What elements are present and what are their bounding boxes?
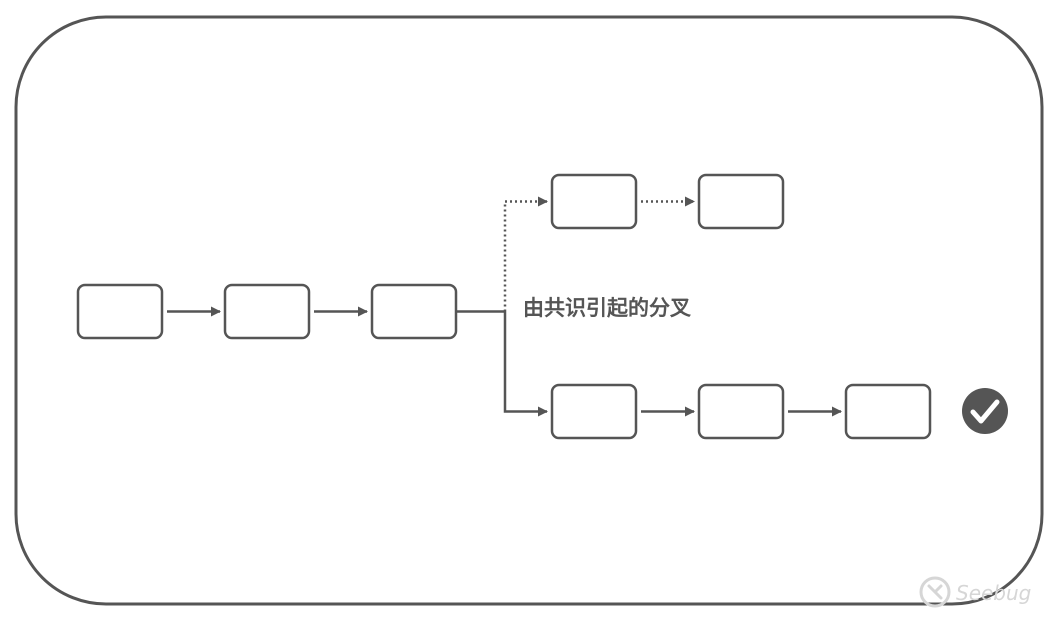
main-chain-block-2 (223, 283, 311, 340)
discarded-branch-block-2 (697, 173, 785, 230)
fork-label: 由共识引起的分叉 (523, 296, 692, 320)
outer-frame (14, 15, 1044, 606)
main-chain-block-3 (370, 283, 458, 340)
checkmark-circle-icon (962, 388, 1008, 434)
accepted-branch-connector (503, 311, 548, 417)
accepted-branch-block-3 (844, 383, 932, 440)
discarded-branch-connector (503, 196, 548, 312)
accepted-branch-block-2 (697, 383, 785, 440)
watermark-text: Seebug (956, 581, 1031, 605)
discarded-branch-block-1 (550, 173, 638, 230)
main-chain-block-1 (76, 283, 164, 340)
accepted-branch-block-1 (550, 383, 638, 440)
seebug-logo-icon (919, 576, 951, 608)
